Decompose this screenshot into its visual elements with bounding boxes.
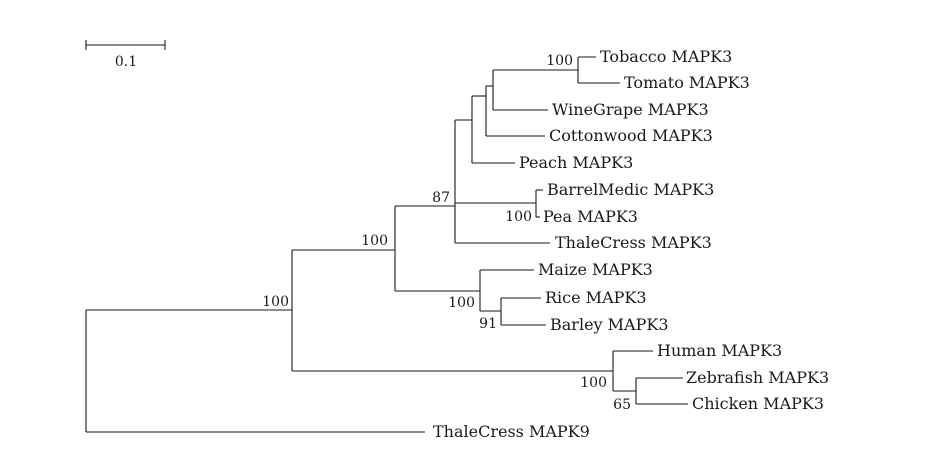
leaf-label-barrelmedic: BarrelMedic MAPK3 <box>547 180 714 199</box>
leaf-label-pea: Pea MAPK3 <box>543 207 638 226</box>
leaf-label-barley: Barley MAPK3 <box>550 315 669 334</box>
scale-bar: 0.1 <box>85 40 166 70</box>
support-barrelmedic-pea: 100 <box>505 209 532 225</box>
leaf-label-peach: Peach MAPK3 <box>519 153 633 172</box>
support-vertebrates: 100 <box>580 375 607 391</box>
leaf-label-cottonwood: Cottonwood MAPK3 <box>549 126 713 145</box>
leaf-label-zebrafish: Zebrafish MAPK3 <box>686 368 829 387</box>
support-values: 100 87 100 100 100 100 91 100 65 <box>262 53 631 413</box>
leaf-label-tomato: Tomato MAPK3 <box>624 73 750 92</box>
leaf-label-human: Human MAPK3 <box>657 341 782 360</box>
scale-bar-label: 0.1 <box>115 54 137 70</box>
leaf-label-chicken: Chicken MAPK3 <box>692 394 824 413</box>
support-zebrafish-chicken: 65 <box>613 397 631 413</box>
support-tobacco-tomato: 100 <box>546 53 573 69</box>
support-eudicots: 87 <box>432 190 450 206</box>
support-monocots: 100 <box>448 295 475 311</box>
support-root-mapk3: 100 <box>262 294 289 310</box>
leaf-label-tobacco: Tobacco MAPK3 <box>600 47 732 66</box>
leaf-label-winegrape: WineGrape MAPK3 <box>552 100 709 119</box>
leaf-labels: Tobacco MAPK3 Tomato MAPK3 WineGrape MAP… <box>433 47 829 441</box>
leaf-label-rice: Rice MAPK3 <box>545 288 647 307</box>
support-rice-barley: 91 <box>479 316 497 332</box>
leaf-label-thalecress-mapk3: ThaleCress MAPK3 <box>555 233 712 252</box>
tree-branches <box>85 56 688 433</box>
leaf-label-maize: Maize MAPK3 <box>538 260 653 279</box>
support-land-plants: 100 <box>361 233 388 249</box>
leaf-label-thalecress-mapk9: ThaleCress MAPK9 <box>433 422 590 441</box>
